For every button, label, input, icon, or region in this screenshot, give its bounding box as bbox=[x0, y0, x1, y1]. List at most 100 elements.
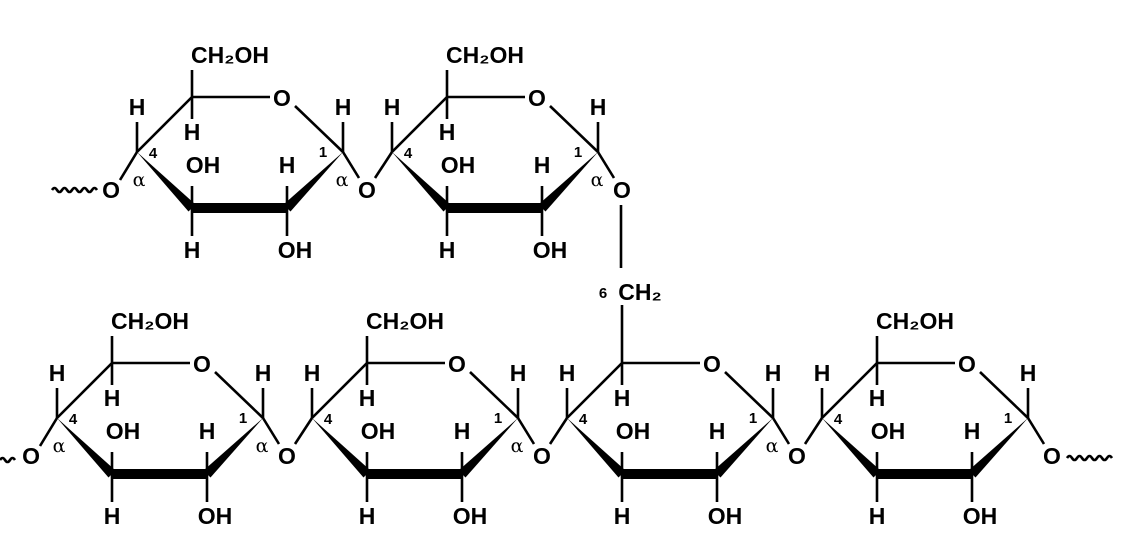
carbon-4-label: 4 bbox=[404, 145, 413, 162]
c3-hydrogen: H bbox=[184, 237, 201, 263]
chain-continuation-left-icon bbox=[50, 186, 99, 194]
ring-oxygen: O bbox=[703, 351, 721, 377]
chain-continuation-right-icon bbox=[1065, 454, 1114, 462]
c4-hydrogen: H bbox=[304, 360, 321, 386]
carbon-4-label: 4 bbox=[324, 411, 333, 428]
wedge-bond-c3-c4 bbox=[392, 152, 451, 212]
carbon-1-label: 1 bbox=[239, 410, 247, 427]
wedge-bond-c3-c4 bbox=[137, 152, 196, 212]
hydroxymethyl-group: CH₂OH bbox=[191, 42, 269, 68]
bond-c4-c5 bbox=[391, 96, 448, 153]
c1-hydrogen: H bbox=[765, 360, 782, 386]
glycosidic-oxygen-right: O bbox=[788, 443, 806, 469]
carbon-4-label: 4 bbox=[69, 411, 78, 428]
bond-ring-oxygen-c1 bbox=[214, 371, 264, 419]
branch-methylene-group: CH₂ bbox=[618, 279, 661, 305]
bond-c4-c5 bbox=[136, 96, 193, 153]
c2-hydrogen: H bbox=[454, 418, 471, 444]
c1-hydrogen: H bbox=[255, 360, 272, 386]
bond-glycosidic-oxygen-next-c4 bbox=[803, 417, 824, 445]
c4-hydrogen: H bbox=[814, 360, 831, 386]
hydroxymethyl-group: CH₂OH bbox=[876, 308, 954, 334]
bond-ring-oxygen-c1 bbox=[979, 371, 1029, 419]
c3-hydroxyl: OH bbox=[186, 152, 221, 178]
bond-c4-c5 bbox=[821, 362, 878, 419]
c2-hydroxyl: OH bbox=[963, 503, 998, 529]
wedge-bond-c3-c4 bbox=[57, 418, 116, 478]
bond-c4-c5 bbox=[56, 362, 113, 419]
c2-hydrogen: H bbox=[199, 418, 216, 444]
c3-hydroxyl: OH bbox=[361, 418, 396, 444]
ring-oxygen: O bbox=[528, 85, 546, 111]
glycosidic-oxygen-left: O bbox=[22, 443, 40, 469]
c1-hydrogen: H bbox=[510, 360, 527, 386]
bond-c4-c5 bbox=[311, 362, 368, 419]
carbon-1-label: 1 bbox=[319, 144, 327, 161]
c3-hydroxyl: OH bbox=[616, 418, 651, 444]
wedge-bond-c3-c4 bbox=[312, 418, 371, 478]
bond-c1-glycosidic-oxygen bbox=[596, 151, 616, 179]
wedge-bond-c3-c4 bbox=[567, 418, 626, 478]
bond-glycosidic-oxygen-next-c4 bbox=[373, 151, 394, 179]
c2-hydrogen: H bbox=[279, 152, 296, 178]
c2-hydrogen: H bbox=[964, 418, 981, 444]
c1-hydrogen: H bbox=[335, 94, 352, 120]
c1-hydrogen: H bbox=[1020, 360, 1037, 386]
bold-bond-c2-c3 bbox=[622, 469, 717, 479]
alpha-label-left: α bbox=[53, 435, 66, 457]
hydroxymethyl-group: CH₂OH bbox=[111, 308, 189, 334]
bond-ring-oxygen-c1 bbox=[549, 105, 599, 153]
alpha-label-right: α bbox=[766, 435, 779, 457]
alpha-label-right: α bbox=[336, 169, 349, 191]
c4-hydrogen: H bbox=[559, 360, 576, 386]
bond-c1-glycosidic-oxygen bbox=[1026, 417, 1046, 445]
c5-hydrogen: H bbox=[184, 119, 201, 145]
c5-hydrogen: H bbox=[869, 385, 886, 411]
glycosidic-oxygen-right: O bbox=[278, 443, 296, 469]
carbon-1-label: 1 bbox=[1004, 410, 1012, 427]
c5-hydrogen: H bbox=[359, 385, 376, 411]
carbon-4-label: 4 bbox=[149, 145, 158, 162]
c5-hydrogen: H bbox=[439, 119, 456, 145]
c3-hydroxyl: OH bbox=[871, 418, 906, 444]
wedge-bond-c1-c2 bbox=[968, 418, 1028, 478]
c2-hydroxyl: OH bbox=[453, 503, 488, 529]
carbon-1-label: 1 bbox=[749, 410, 757, 427]
c2-hydroxyl: OH bbox=[198, 503, 233, 529]
ring-oxygen: O bbox=[958, 351, 976, 377]
c3-hydroxyl: OH bbox=[441, 152, 476, 178]
glycosidic-oxygen-right: O bbox=[533, 443, 551, 469]
c3-hydrogen: H bbox=[104, 503, 121, 529]
c4-hydrogen: H bbox=[129, 94, 146, 120]
bold-bond-c2-c3 bbox=[192, 203, 287, 213]
c4-hydrogen: H bbox=[49, 360, 66, 386]
hydroxymethyl-group: CH₂OH bbox=[366, 308, 444, 334]
chain-continuation-left-icon bbox=[0, 456, 17, 464]
wedge-bond-c1-c2 bbox=[538, 152, 598, 212]
bold-bond-c2-c3 bbox=[877, 469, 972, 479]
alpha-label-right: α bbox=[511, 435, 524, 457]
bond-c1-glycosidic-oxygen bbox=[516, 417, 536, 445]
bond-c4-c5 bbox=[566, 362, 623, 419]
c2-hydroxyl: OH bbox=[708, 503, 743, 529]
c5-hydrogen: H bbox=[104, 385, 121, 411]
ring-oxygen: O bbox=[273, 85, 291, 111]
c3-hydrogen: H bbox=[359, 503, 376, 529]
c4-hydrogen: H bbox=[384, 94, 401, 120]
bold-bond-c2-c3 bbox=[112, 469, 207, 479]
carbon-4-label: 4 bbox=[834, 411, 843, 428]
wedge-bond-c1-c2 bbox=[458, 418, 518, 478]
bond-c1-glycosidic-oxygen bbox=[341, 151, 361, 179]
alpha-label-right: α bbox=[591, 169, 604, 191]
c3-hydrogen: H bbox=[614, 503, 631, 529]
bond-c4-glycosidic-oxygen bbox=[38, 417, 59, 447]
wedge-bond-c1-c2 bbox=[283, 152, 343, 212]
bond-ring-oxygen-c1 bbox=[724, 371, 774, 419]
c2-hydroxyl: OH bbox=[533, 237, 568, 263]
c1-hydrogen: H bbox=[590, 94, 607, 120]
